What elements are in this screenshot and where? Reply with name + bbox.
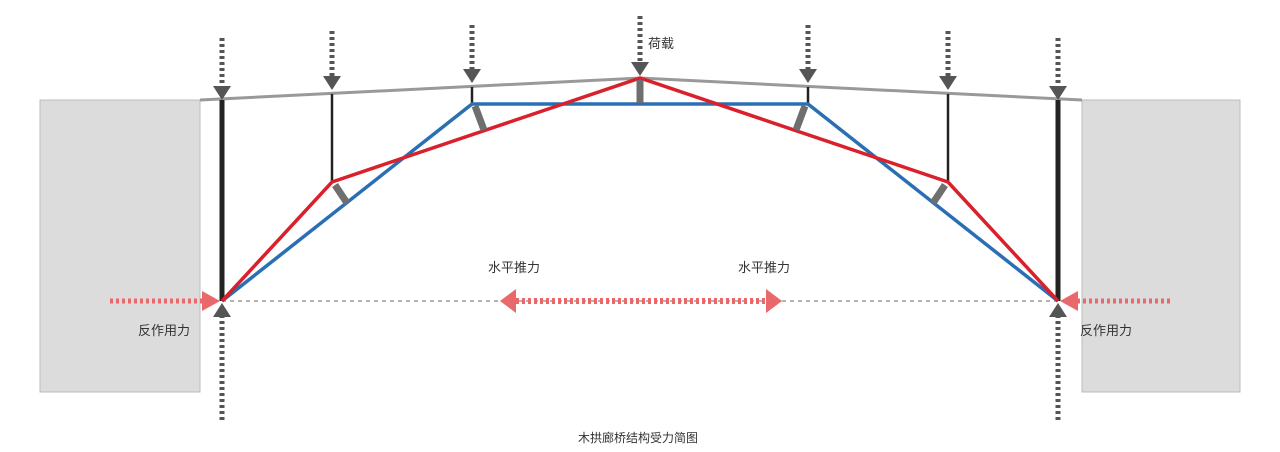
arrow-head bbox=[213, 86, 231, 100]
connector-right-2 bbox=[930, 183, 948, 205]
reaction-arrow-right bbox=[1060, 291, 1170, 311]
connector-left-3 bbox=[471, 104, 488, 132]
arrow-head bbox=[1049, 303, 1067, 317]
left-abutment bbox=[39, 99, 201, 393]
arrow-head bbox=[1049, 86, 1067, 100]
arrow-head bbox=[202, 291, 220, 311]
reaction-force-label-right: 反作用力 bbox=[1080, 324, 1133, 339]
load-arrow bbox=[799, 25, 817, 83]
arrow-head-left bbox=[500, 289, 516, 313]
load-arrow bbox=[631, 16, 649, 76]
diagram-caption: 木拱廊桥结构受力简图 bbox=[578, 431, 699, 445]
horizontal-thrust-label-right: 水平推力 bbox=[738, 261, 791, 276]
load-arrow bbox=[939, 31, 957, 90]
load-arrow bbox=[1049, 38, 1067, 100]
arrow-head bbox=[939, 76, 957, 90]
arrow-head bbox=[1060, 291, 1078, 311]
arrow-head bbox=[799, 69, 817, 83]
reaction-force-label-left: 反作用力 bbox=[138, 324, 191, 339]
horizontal-thrust-label-left: 水平推力 bbox=[488, 261, 541, 276]
support-arrow-left bbox=[213, 303, 231, 420]
arrow-head bbox=[213, 303, 231, 317]
arrow-head-right bbox=[766, 289, 782, 313]
support-arrow-right bbox=[1049, 303, 1067, 420]
connector-left-2 bbox=[332, 183, 350, 205]
reaction-arrow-left bbox=[110, 291, 220, 311]
load-arrow bbox=[213, 38, 231, 100]
right-abutment bbox=[1081, 99, 1241, 393]
horizontal-thrust-arrow bbox=[500, 289, 782, 313]
load-label: 荷载 bbox=[648, 37, 675, 52]
arrow-head bbox=[463, 69, 481, 83]
connector-right-3 bbox=[792, 104, 809, 132]
load-arrow bbox=[463, 25, 481, 83]
arrow-head bbox=[323, 76, 341, 90]
load-arrow bbox=[323, 31, 341, 90]
arrow-head bbox=[631, 62, 649, 76]
red-arch bbox=[220, 76, 1060, 303]
